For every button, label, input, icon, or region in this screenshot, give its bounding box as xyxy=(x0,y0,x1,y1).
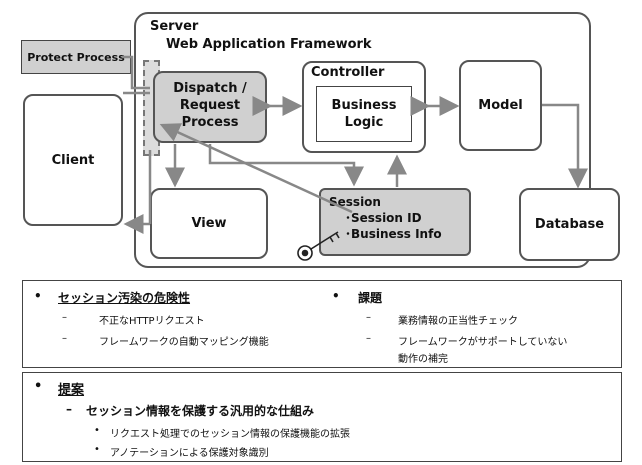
proposal-item-2: アノテーションによる保護対象識別 xyxy=(110,448,269,459)
dispatch-session-arrow xyxy=(208,144,364,187)
controller-box xyxy=(302,61,426,153)
model-label: Model xyxy=(478,98,523,113)
protect-process-label: Protect Process xyxy=(27,50,125,64)
proposal-bullet: • xyxy=(34,379,43,394)
issues-right-dash-2: – xyxy=(366,333,371,344)
dispatch-line-1: Dispatch / xyxy=(173,81,247,96)
proposal-sub-dash: – xyxy=(66,402,72,416)
model-box: Model xyxy=(459,60,542,151)
issues-right-bullet: • xyxy=(332,289,340,303)
issues-right-item-1: 業務情報の正当性チェック xyxy=(398,316,518,327)
session-item-1: ･Session ID xyxy=(345,211,422,225)
issues-left-bullet: • xyxy=(34,289,42,303)
framework-title: Web Application Framework xyxy=(166,37,372,52)
proposal-heading: 提案 xyxy=(58,383,85,398)
dispatch-line-3: Process xyxy=(181,115,239,130)
business-logic-line-1: Business xyxy=(331,98,397,113)
issues-panel xyxy=(22,280,622,368)
session-title: Session xyxy=(329,195,381,209)
business-logic-line-2: Logic xyxy=(344,115,384,130)
database-label: Database xyxy=(534,217,605,232)
issues-left-item-2: フレームワークの自動マッピング機能 xyxy=(99,337,269,348)
session-filter-arrow xyxy=(159,123,353,214)
view-label: View xyxy=(191,216,227,231)
dispatch-line-2: Request xyxy=(179,98,241,113)
proposal-item-bullet-2: • xyxy=(94,444,100,455)
view-box: View xyxy=(150,188,268,259)
controller-label: Controller xyxy=(311,65,385,80)
proposal-panel xyxy=(22,372,622,462)
business-logic-box: Business Logic xyxy=(316,86,412,142)
proposal-item-1: リクエスト処理でのセッション情報の保護機能の拡張 xyxy=(110,429,350,440)
protect-connector xyxy=(122,55,150,90)
client-label: Client xyxy=(51,152,95,168)
issues-right-item-3: 動作の補完 xyxy=(398,354,448,365)
issues-right-dash-1: – xyxy=(366,312,371,323)
proposal-sub: セッション情報を保護する汎用的な仕組み xyxy=(86,404,315,418)
model-database-arrow xyxy=(542,103,588,189)
client-box: Client xyxy=(23,94,123,226)
key-icon xyxy=(297,231,340,261)
server-title: Server xyxy=(150,19,199,34)
issues-left-dash-2: – xyxy=(62,333,67,344)
session-item-2: ･Business Info xyxy=(345,227,442,241)
database-box: Database xyxy=(519,188,620,261)
issues-right-heading: 課題 xyxy=(358,291,383,305)
issues-left-heading: セッション汚染の危険性 xyxy=(58,291,191,305)
proposal-item-bullet-1: • xyxy=(94,425,100,436)
issues-right-item-2: フレームワークがサポートしていない xyxy=(398,337,568,348)
session-box: Session ･Session ID ･Business Info xyxy=(319,188,471,256)
issues-left-dash-1: – xyxy=(62,312,67,323)
issues-left-item-1: 不正なHTTPリクエスト xyxy=(99,316,205,327)
